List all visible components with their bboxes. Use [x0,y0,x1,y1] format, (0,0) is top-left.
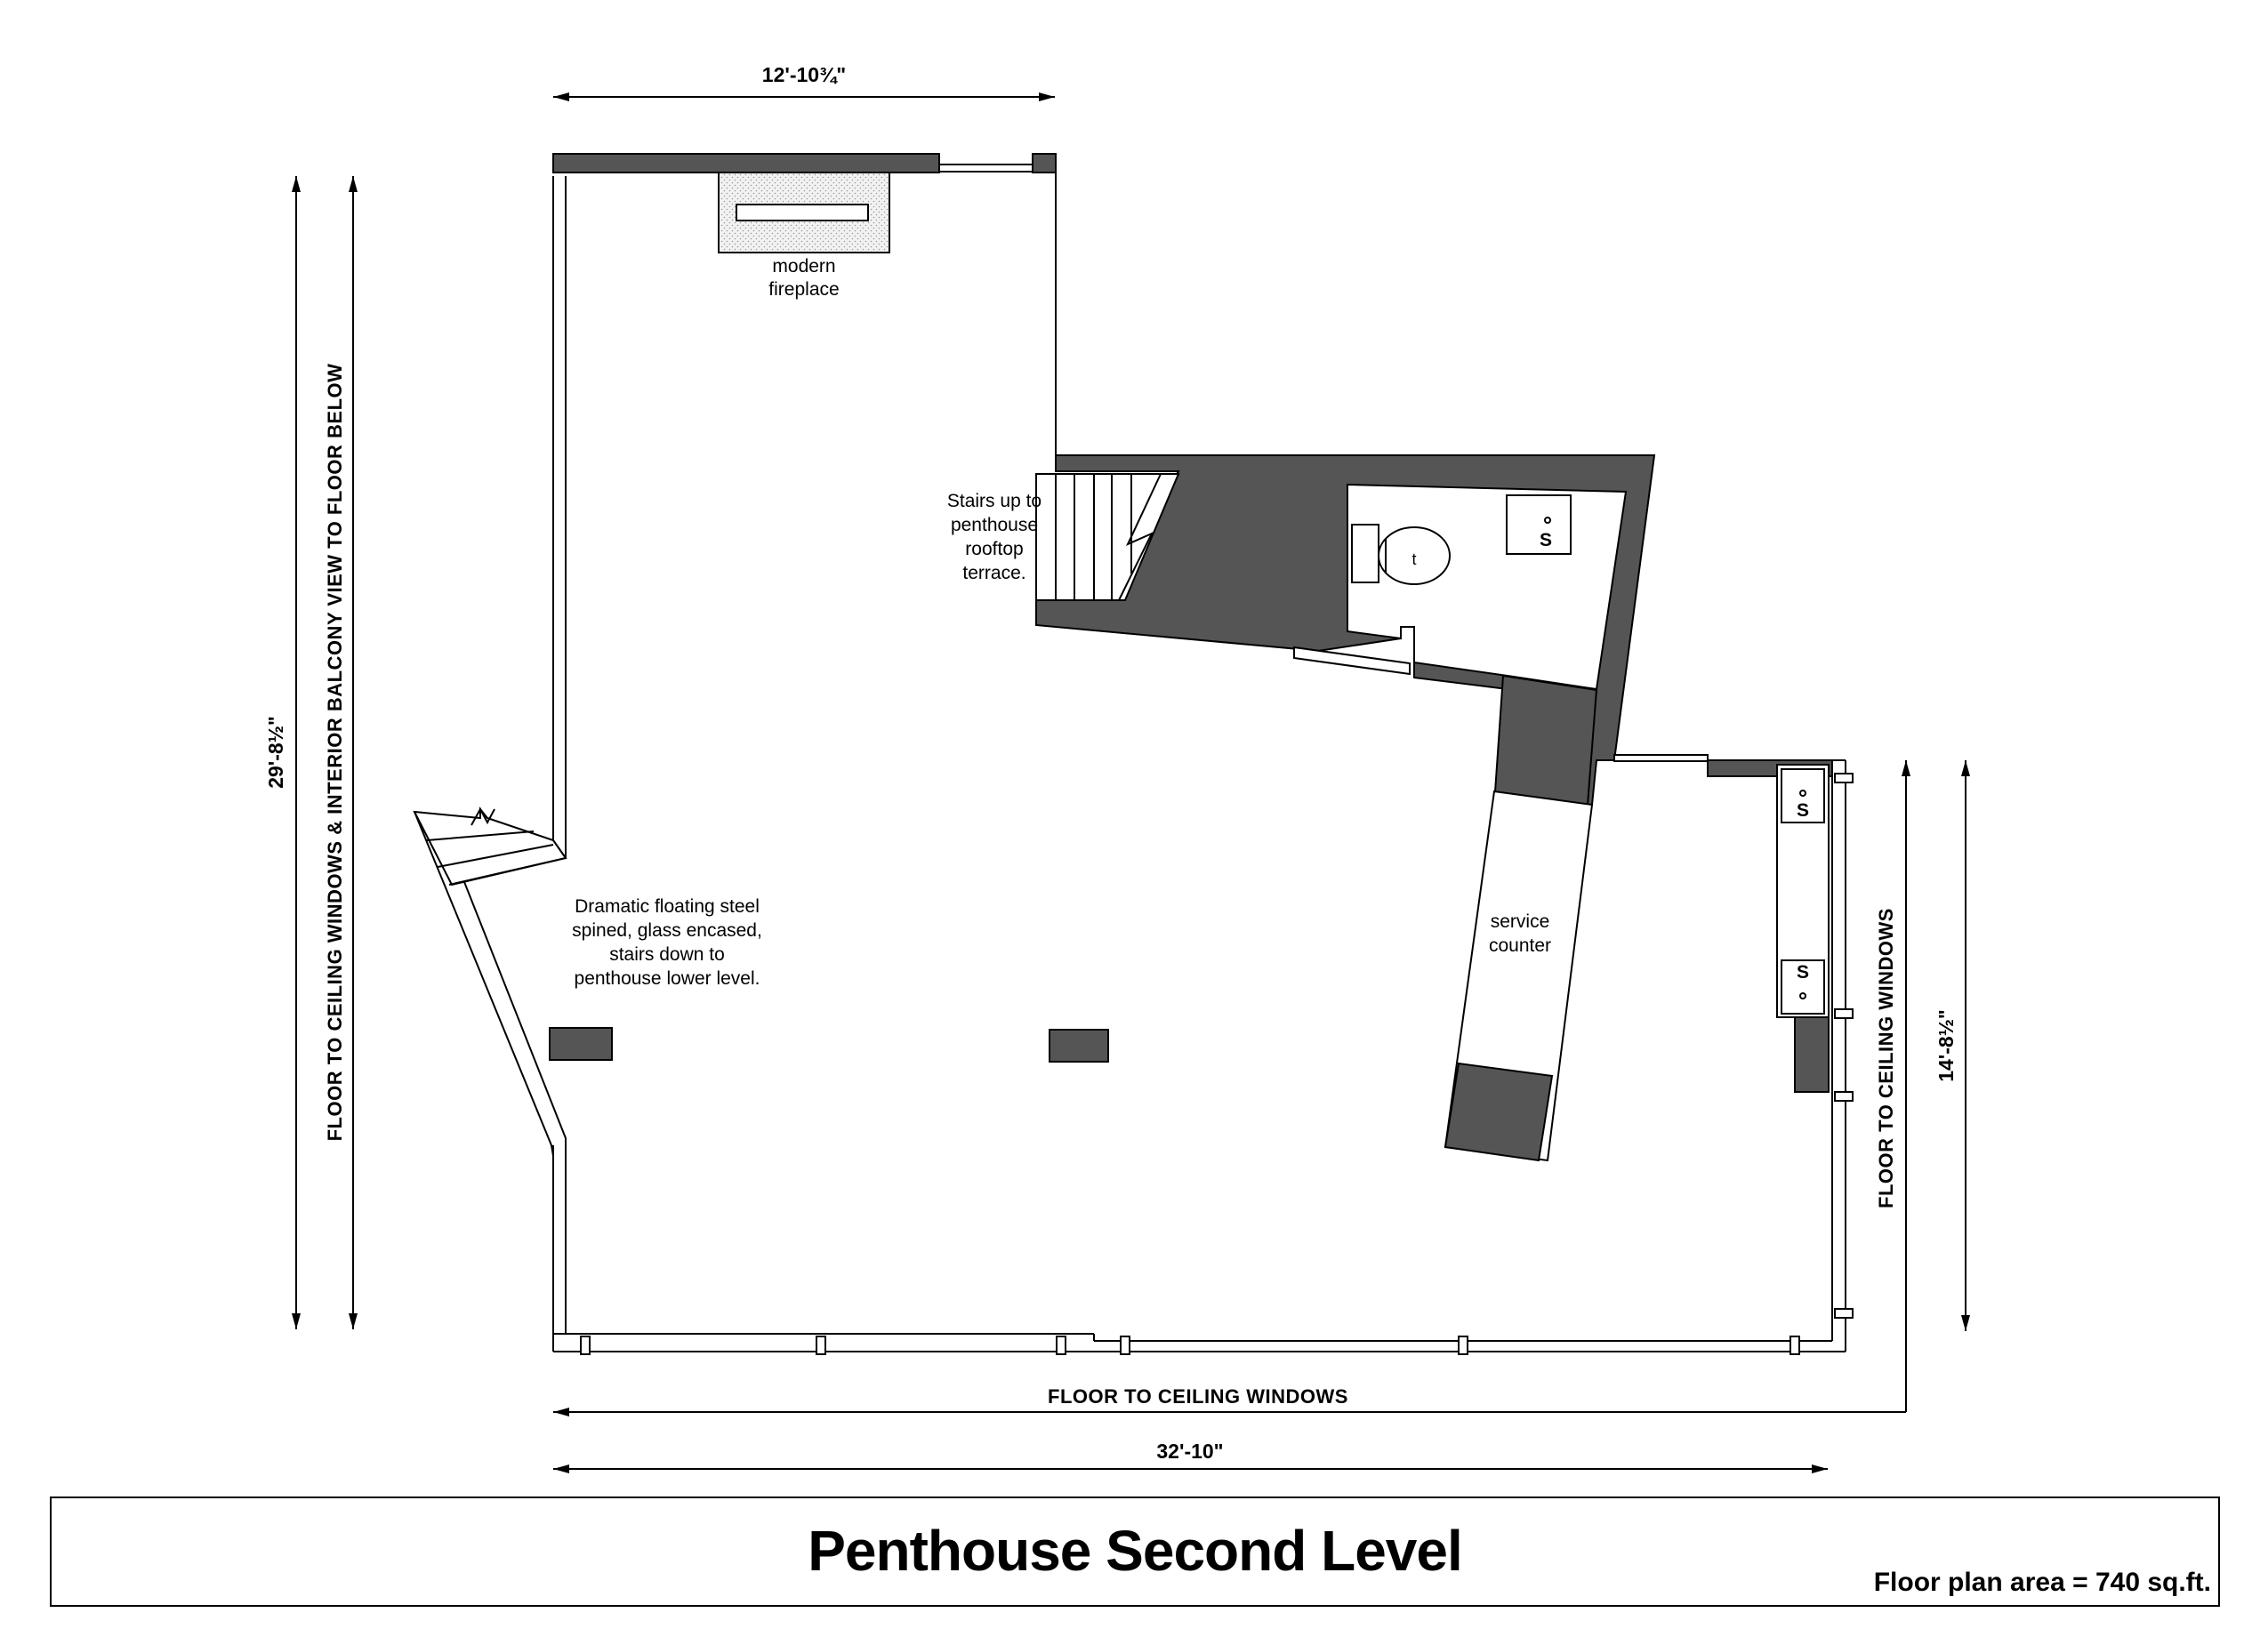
solid-walls [549,153,1833,1093]
window-label-left: FLOOR TO CEILING WINDOWS & INTERIOR BALC… [324,364,346,1142]
fireplace-label: fireplace [768,279,839,300]
window-mullion [1834,773,1854,783]
bottom-window-wall [553,1333,1846,1355]
dimension-bottom-label: 32'-10" [1156,1440,1223,1463]
top-wall [552,153,940,173]
dimension-top-label: 12'-10¾" [762,63,846,86]
bath-sink-label: S [1540,530,1552,550]
window-mullion [1834,1308,1854,1319]
fireplace [718,172,890,253]
dimension-right-label: 14'-8½" [1934,1009,1958,1082]
left-window-wall [552,176,567,1352]
title-block: Penthouse Second Level Floor plan area =… [50,1497,2220,1607]
dimension-bottom: FLOOR TO CEILING WINDOWS 32'-10" [553,1385,1906,1473]
bath-sink [1506,494,1572,555]
stairs-up-label: Stairs up to [947,491,1042,511]
column-left [549,1027,613,1061]
window-mullion [1789,1336,1800,1355]
window-mullion [1834,1091,1854,1102]
floor-area: Floor plan area = 740 sq.ft. [1873,1568,2211,1597]
window-label-bottom: FLOOR TO CEILING WINDOWS [1048,1385,1348,1408]
column-center [1049,1029,1109,1063]
plan-title: Penthouse Second Level [808,1519,1463,1583]
kitchen-sink-top-label: S [1797,800,1809,821]
service-counter-label: service [1491,911,1550,932]
floor-plan: 12'-10¾" 29'-8½" FLOOR TO CEILING WINDOW… [264,63,1970,1473]
stairs-down [413,806,567,887]
stairs-down-label: penthouse lower level. [575,968,760,989]
service-counter-label: counter [1489,935,1551,956]
service-counter [1444,790,1594,1162]
toilet-symbol: t [1411,550,1416,568]
window-mullion [1120,1336,1130,1355]
toilet-tank [1351,524,1379,583]
kitchen-sinks: S S [1776,764,1830,1018]
stairs-up-label: terrace. [962,563,1025,583]
dimension-left-label: 29'-8½" [264,716,287,789]
bathroom: t S [1293,483,1628,691]
stairs-up [1035,473,1180,601]
stairs-up-label: penthouse [951,515,1038,535]
window-mullion [1834,1008,1854,1019]
right-top-window [1613,754,1709,762]
toilet-icon [1378,526,1451,585]
dimension-top: 12'-10¾" [553,63,1055,101]
right-pier [1794,1016,1830,1093]
stairs-up-label: rooftop [965,539,1023,559]
plan-labels: modern fireplace Stairs up to penthouse … [572,256,1551,989]
counter-column [1492,674,1598,806]
window-mullion [1056,1336,1066,1355]
window-mullion [816,1336,826,1355]
window-label-right: FLOOR TO CEILING WINDOWS [1875,908,1897,1208]
stairs-down-label: spined, glass encased, [572,920,762,941]
dimension-right: 14'-8½" FLOOR TO CEILING WINDOWS [1875,760,1970,1412]
window-mullion [1458,1336,1468,1355]
kitchen-sink-bottom-label: S [1797,962,1809,983]
top-window [938,164,1033,173]
fireplace-label: modern [772,256,835,277]
stairs-down-label: stairs down to [609,944,725,965]
window-mullion [580,1336,591,1355]
stairs-down-label: Dramatic floating steel [575,896,760,917]
dimension-left: 29'-8½" FLOOR TO CEILING WINDOWS & INTER… [264,176,358,1329]
kitchen-sink-bottom [1781,959,1825,1015]
bathroom-door [1293,646,1411,676]
